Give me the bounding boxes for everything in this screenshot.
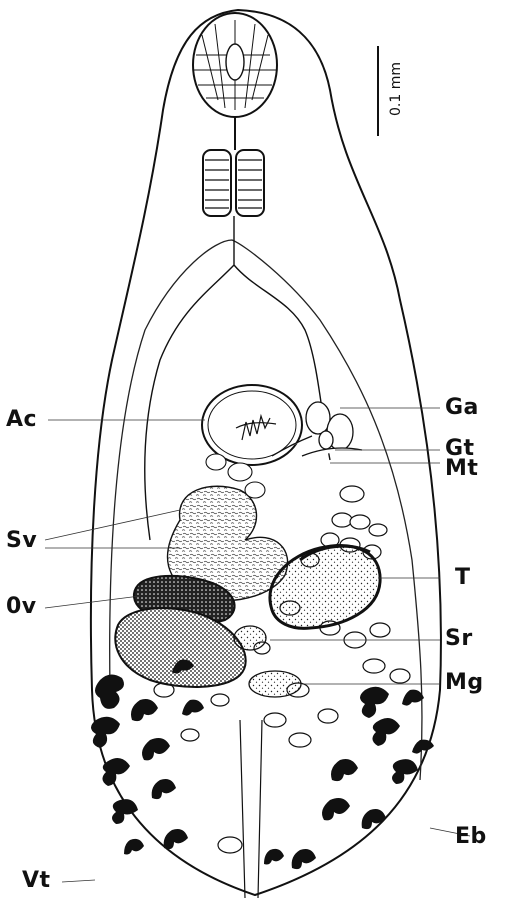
label-ovary: 0v: [6, 596, 37, 618]
label-vitellaria: Vt: [22, 870, 51, 892]
scale-bar-label: 0.1 mm: [388, 62, 404, 116]
label-mehlis-gland: Mg: [445, 672, 484, 694]
label-acetabulum: Ac: [6, 409, 37, 431]
mehlis-gland: [249, 671, 301, 697]
label-metraterm: Mt: [445, 458, 478, 480]
label-testis: T: [455, 567, 471, 589]
label-seminal-receptacle: Sr: [445, 628, 473, 650]
oral-sucker-mouth: [226, 44, 244, 80]
label-excretory-bladder: Eb: [455, 826, 487, 848]
label-seminal-vesicle: Sv: [6, 530, 37, 552]
seminal-receptacle: [234, 626, 266, 650]
label-genital-atrium: Ga: [445, 397, 479, 419]
